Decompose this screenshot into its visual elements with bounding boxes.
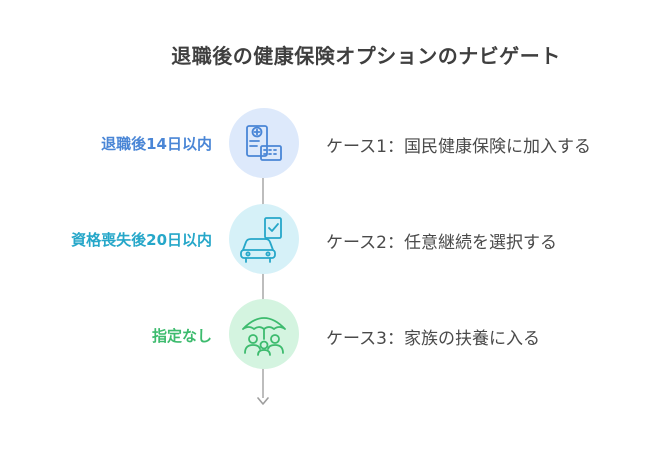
family-umbrella-icon [242, 317, 286, 356]
medical-form-icon [246, 125, 282, 161]
diagram-title: 退職後の健康保険オプションのナビゲート [171, 44, 561, 68]
row-1-text: ケース1：国民健康保険に加入する [326, 137, 591, 157]
row-3-circle [229, 299, 299, 369]
row-3-text: ケース3：家族の扶養に入る [326, 329, 540, 349]
row-2-circle [229, 204, 299, 274]
row-2-text: ケース2：任意継続を選択する [326, 233, 557, 253]
connector-line-1 [262, 178, 264, 206]
row-3-label: 指定なし [151, 327, 212, 345]
connector-line-3 [262, 368, 264, 398]
row-1-label: 退職後14日以内 [101, 135, 212, 153]
row-2-label: 資格喪失後20日以内 [71, 231, 212, 249]
connector-line-2 [262, 273, 264, 301]
row-1-circle [229, 108, 299, 178]
car-document-icon [240, 217, 282, 263]
arrow-down-icon [257, 397, 269, 405]
